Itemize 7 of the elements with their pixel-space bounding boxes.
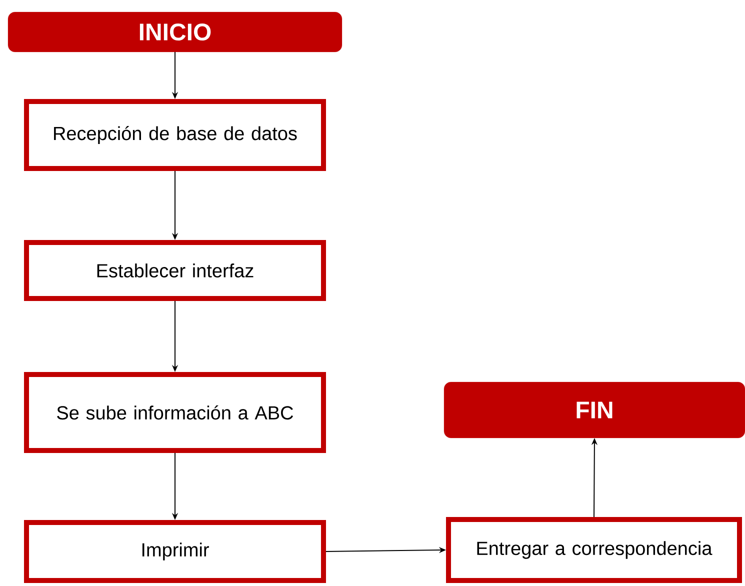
process-box: Entregar a correspondencia xyxy=(446,517,742,583)
process-box: Recepción de base de datos xyxy=(24,99,326,171)
process-box: Establecer interfaz xyxy=(24,240,326,301)
process-box: Se sube información a ABC xyxy=(24,372,326,453)
terminal-box: FIN xyxy=(444,382,745,438)
process-box: Imprimir xyxy=(24,520,326,583)
terminal-box: INICIO xyxy=(8,12,342,52)
